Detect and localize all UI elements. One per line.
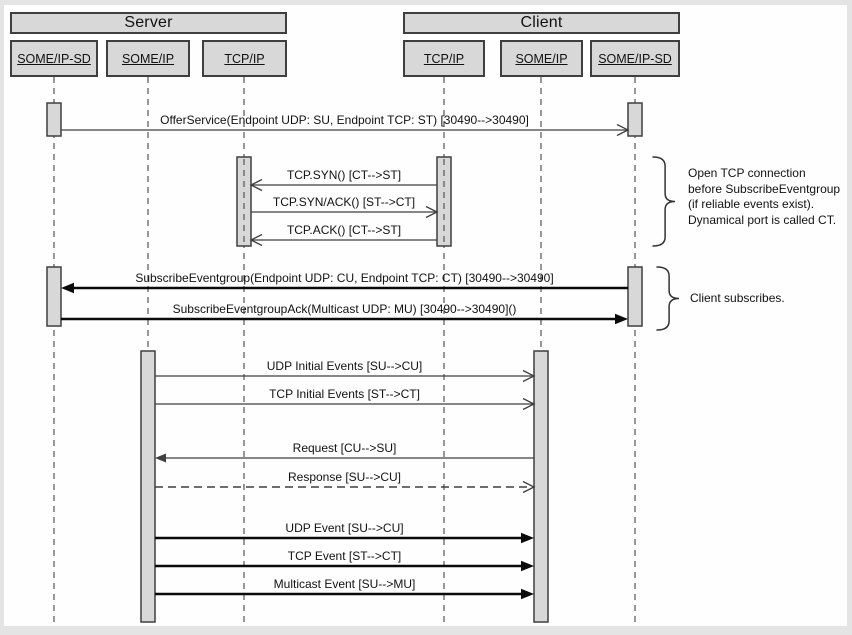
message-label-1: TCP.SYN() [CT-->ST] — [286, 168, 402, 182]
arrowhead-open — [522, 369, 536, 383]
actor-box-some-ip-sd-c-sd: SOME/IP-SD — [590, 40, 680, 77]
arrowhead-filled — [155, 453, 166, 463]
activation-bar-s-tcpip — [236, 156, 252, 247]
actor-box-tcp-ip-s-tcpip: TCP/IP — [202, 40, 287, 77]
actor-label: SOME/IP — [121, 51, 175, 66]
actor-label: TCP/IP — [224, 51, 265, 66]
message-label-0: OfferService(Endpoint UDP: SU, Endpoint … — [160, 113, 529, 127]
arrowhead-open — [522, 397, 536, 411]
annotation-text-1: Client subscribes. — [690, 291, 785, 307]
arrowhead-filled — [521, 560, 534, 572]
message-label-5: SubscribeEventgroupAck(Multicast UDP: MU… — [172, 302, 517, 316]
activation-bar-c-sd — [627, 266, 643, 327]
arrowhead-filled — [615, 313, 628, 325]
annotation-line: Dynamical port is called CT. — [688, 212, 837, 227]
message-label-12: Multicast Event [SU-->MU] — [273, 577, 416, 591]
arrowhead-open — [425, 205, 439, 219]
annotation-brace-0 — [652, 156, 676, 247]
arrowhead-open — [249, 178, 263, 192]
arrowhead-open — [616, 123, 630, 137]
message-label-3: TCP.ACK() [CT-->ST] — [286, 223, 402, 237]
arrowhead-open — [522, 480, 536, 494]
message-label-7: TCP Initial Events [ST-->CT] — [269, 387, 420, 401]
actor-label: SOME/IP-SD — [598, 51, 672, 66]
arrowhead-filled — [521, 588, 534, 600]
annotation-line: (if reliable events exist). — [688, 197, 815, 211]
message-label-10: UDP Event [SU-->CU] — [285, 521, 404, 535]
activation-bar-s-sd — [46, 102, 62, 137]
actor-label: SOME/IP — [515, 51, 568, 66]
annotation-line: Client subscribes. — [690, 291, 785, 305]
activation-bar-c-tcpip — [436, 156, 452, 247]
group-title-client: Client — [403, 12, 680, 34]
annotation-line: before SubscribeEventgroup — [688, 181, 841, 196]
message-label-2: TCP.SYN/ACK() [ST-->CT] — [272, 195, 416, 209]
actor-box-tcp-ip-c-tcpip: TCP/IP — [403, 40, 485, 77]
activation-bar-c-sd — [627, 102, 643, 137]
group-title-server: Server — [10, 12, 287, 34]
message-label-11: TCP Event [ST-->CT] — [287, 549, 402, 563]
arrowhead-open — [249, 233, 263, 247]
message-label-8: Request [CU-->SU] — [292, 441, 397, 455]
activation-bar-s-sd — [46, 266, 62, 327]
arrowhead-filled — [521, 532, 534, 544]
message-label-9: Response [SU-->CU] — [287, 470, 402, 484]
actor-box-some-ip-s-someip: SOME/IP — [106, 40, 190, 77]
actor-label: TCP/IP — [423, 51, 465, 66]
actor-label: SOME/IP-SD — [17, 51, 91, 66]
arrowhead-filled — [61, 282, 74, 294]
annotation-line: Open TCP connection — [688, 166, 806, 180]
message-label-4: SubscribeEventgroup(Endpoint UDP: CU, En… — [135, 271, 554, 285]
message-label-6: UDP Initial Events [SU-->CU] — [266, 359, 423, 373]
actor-box-some-ip-sd-s-sd: SOME/IP-SD — [10, 40, 98, 77]
actor-box-some-ip-c-someip: SOME/IP — [500, 40, 583, 77]
annotation-brace-1 — [656, 266, 680, 331]
